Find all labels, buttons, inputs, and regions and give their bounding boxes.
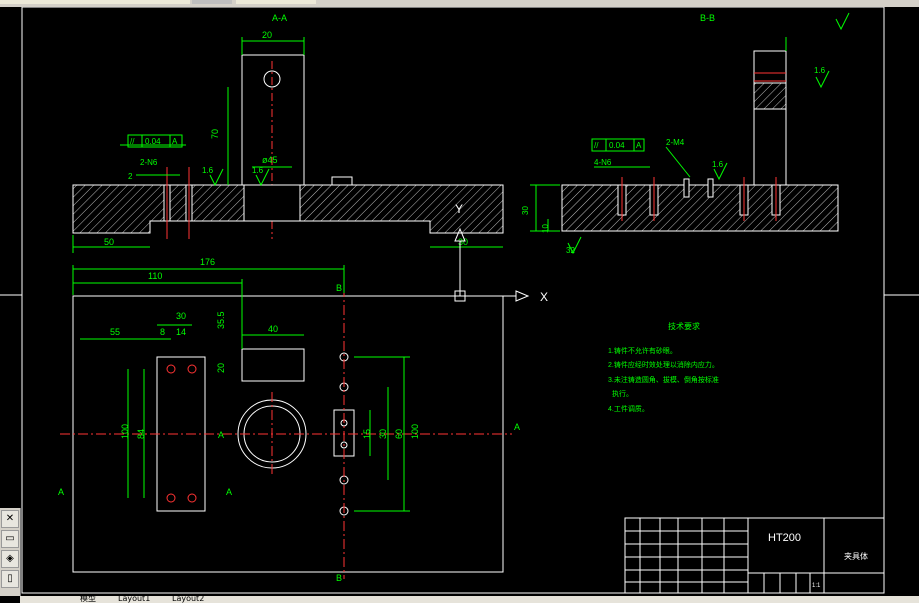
roughness-bb-top: 1.6 [814, 66, 826, 75]
section-mark-a: A [218, 430, 224, 440]
bb-post-hatch [753, 82, 787, 110]
section-label-aa: A-A [272, 13, 287, 23]
dim-84: 84 [136, 429, 146, 439]
svg-text:0.04: 0.04 [145, 137, 161, 146]
aa-post-hole [263, 70, 281, 88]
dim-14: 14 [176, 327, 186, 337]
svg-text:3.未注铸造圆角、拔模、倒角按标准: 3.未注铸造圆角、拔模、倒角按标准 [608, 375, 719, 384]
part-name-label: 夹具体 [844, 551, 868, 561]
plan-post-rect [241, 348, 305, 382]
plan-hole [166, 493, 176, 503]
drawing-canvas[interactable]: A-A 20 70 ø45 // 0.04 A 2-N6 2 1.6 1.6 5… [0, 7, 919, 597]
svg-text:4.工件调质。: 4.工件调质。 [608, 404, 649, 413]
drawing-border [21, 7, 885, 594]
svg-text:A: A [636, 141, 642, 150]
dim-110: 110 [148, 271, 162, 281]
roughness-symbols [209, 12, 850, 255]
svg-text:A: A [172, 137, 178, 146]
plan-dimension-lines [72, 265, 410, 512]
dim-20: 20 [262, 30, 272, 40]
title-bar-segment [0, 0, 190, 4]
tolerance-frame-aa: // 0.04 A [127, 134, 183, 148]
svg-text:1.铸件不允许有砂眼。: 1.铸件不允许有砂眼。 [608, 346, 677, 355]
roughness-aa: 1.6 [202, 166, 214, 175]
roughness-aa2: 1.6 [252, 166, 264, 175]
plan-hole [166, 364, 176, 374]
dim-50: 50 [104, 237, 114, 247]
dim-2-n6: 2-N6 [140, 158, 158, 167]
material-label: HT200 [768, 532, 801, 544]
aa-post [241, 54, 305, 186]
left-toolbar: ✕ ▭ ◈ ▯ [0, 508, 21, 596]
command-window-icon[interactable]: ▭ [1, 530, 19, 548]
tab-model[interactable]: 模型 [80, 594, 96, 603]
plan-hole [187, 364, 197, 374]
dim-phi45: ø45 [262, 155, 278, 165]
title-bar-segment [192, 0, 232, 4]
roughness-bb: 1.6 [712, 160, 724, 169]
tab-layout1[interactable]: Layout1 [118, 594, 151, 603]
section-label-bb: B-B [700, 13, 715, 23]
svg-text:技术要求: 技术要求 [668, 321, 700, 331]
close-icon[interactable]: ✕ [1, 510, 19, 528]
svg-text:2.铸件应经时效处理以消除内应力。: 2.铸件应经时效处理以消除内应力。 [608, 360, 719, 369]
dim-30-plan: 30 [176, 311, 186, 321]
window-title-bar [0, 0, 919, 7]
dim-30-plan-v: 30 [378, 429, 388, 439]
plan-hole [187, 493, 197, 503]
dim-2-m4: 2-M4 [666, 138, 685, 147]
dim-35-5: 35.5 [216, 311, 226, 329]
svg-text://: // [130, 137, 135, 146]
dim-60: 60 [394, 429, 404, 439]
dim-8: 8 [160, 327, 165, 337]
bb-post [753, 50, 787, 186]
dim-55: 55 [110, 327, 120, 337]
technical-requirements: 技术要求 1.铸件不允许有砂眼。 2.铸件应经时效处理以消除内应力。 3.未注铸… [608, 321, 719, 413]
dim-4-n6: 4-N6 [594, 158, 612, 167]
svg-text:Y: Y [455, 202, 463, 216]
section-mark-a: A [226, 487, 232, 497]
aa-boss [331, 176, 353, 186]
section-mark-a: A [58, 487, 64, 497]
dim-70: 70 [210, 129, 220, 139]
scale-label: 1:1 [812, 583, 821, 589]
layout-tabs: 模型 Layout1 Layout2 [20, 594, 919, 603]
dim-30-bb: 30 [521, 206, 530, 215]
aa-bore [243, 184, 301, 222]
dim-15: 15 [362, 429, 372, 439]
dim-100-right: 100 [410, 424, 420, 439]
bb-base-plate [561, 184, 839, 232]
dim-10-bb: 10 [541, 224, 550, 233]
svg-text:0.04: 0.04 [609, 141, 625, 150]
title-block [624, 517, 885, 594]
tab-layout2[interactable]: Layout2 [172, 594, 205, 603]
dim-40: 40 [268, 324, 278, 334]
title-bar-segment [236, 0, 316, 4]
tolerance-frame-bb: // 0.04 A [591, 138, 645, 152]
dim-2: 2 [128, 172, 133, 181]
svg-text://: // [594, 141, 599, 150]
section-mark-a: A [514, 422, 520, 432]
dim-30-aa: 30 [458, 237, 468, 247]
dim-176: 176 [200, 257, 215, 267]
section-mark-b: B [336, 573, 342, 583]
section-mark-b: B [336, 283, 342, 293]
dim-20-plan: 20 [216, 363, 226, 373]
settings-icon[interactable]: ◈ [1, 550, 19, 568]
svg-text:执行。: 执行。 [612, 389, 633, 398]
panel-icon[interactable]: ▯ [1, 570, 19, 588]
svg-text:X: X [540, 290, 548, 304]
roughness-bb-bottom: 32 [566, 246, 575, 255]
dim-100: 100 [120, 424, 130, 439]
